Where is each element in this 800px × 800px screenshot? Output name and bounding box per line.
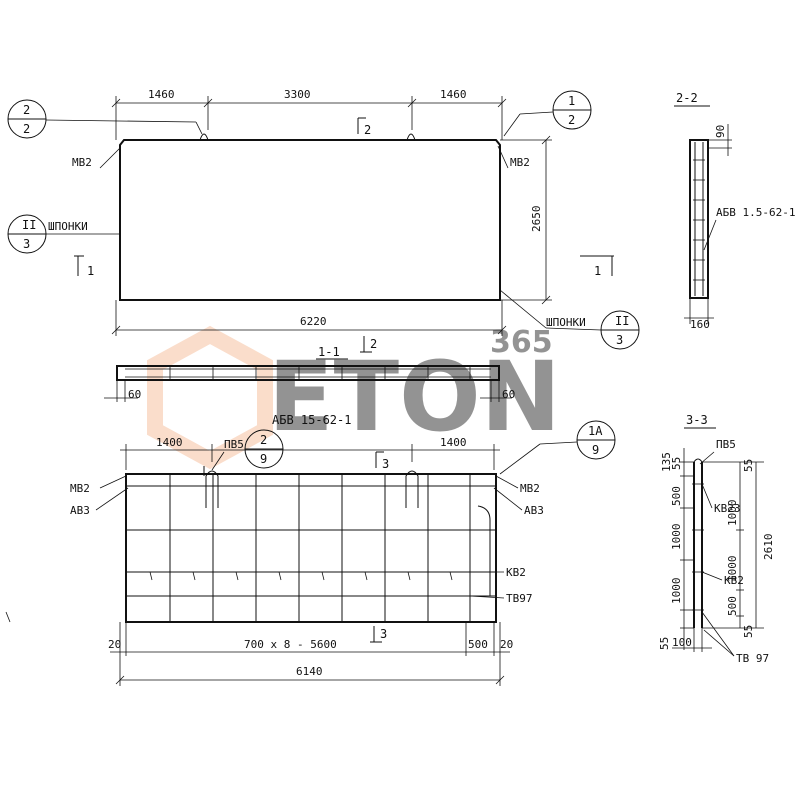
section-2-2-title: 2-2 (676, 91, 698, 105)
svg-text:1: 1 (87, 264, 94, 278)
dim-s33-d: 55 (658, 637, 671, 650)
dim-s33-top2: 55 (670, 457, 683, 470)
section-2-2: 2-2 90 АБВ 1.5-62-1 160 (674, 91, 795, 331)
section-marker-1-left: 1 (74, 255, 94, 278)
svg-text:II: II (22, 218, 36, 232)
svg-text:9: 9 (592, 443, 599, 457)
dim-s33-r2: 1000 (726, 556, 739, 583)
svg-text:2: 2 (568, 113, 575, 127)
section-marker-2-mid: 2 (360, 336, 377, 353)
dim-sec11-right: 60 (502, 388, 515, 401)
svg-text:1: 1 (594, 264, 601, 278)
callout-II-3-right: II 3 ШПОНКИ (499, 289, 640, 350)
dim-top-left: 1460 (148, 88, 175, 101)
callout-1-2-topright: 1 2 (503, 90, 592, 137)
section-3-3-title: 3-3 (686, 413, 708, 427)
panel-plan: 1460 3300 1460 2650 6220 МВ2 МВ2 2 (7, 88, 640, 350)
watermark-brand: ETON (268, 341, 561, 453)
watermark-number: 365 (490, 325, 553, 360)
svg-text:2: 2 (23, 122, 30, 136)
svg-text:1: 1 (568, 94, 575, 108)
callout-2-2-topleft: 2 2 (7, 99, 203, 139)
label-pv5-s33: ПВ5 (716, 438, 736, 451)
svg-text:2: 2 (260, 433, 267, 447)
svg-text:2: 2 (364, 123, 371, 137)
section-1-1: 1-1 2 60 60 (104, 336, 515, 402)
label-av3-left: АВ3 (70, 504, 90, 517)
dim-s33-b: 1000 (670, 524, 683, 551)
dim-length: 6220 (300, 315, 327, 328)
dim-s33-a: 500 (670, 486, 683, 506)
dim-s33-total: 2610 (762, 534, 775, 561)
label-mv2-cage-right: МВ2 (520, 482, 540, 495)
dim-cage-spacing: 700 x 8 - 5600 (244, 638, 337, 651)
section-1-1-title: 1-1 (318, 345, 340, 359)
svg-text:3: 3 (23, 237, 30, 251)
label-kv2: КВ2 (506, 566, 526, 579)
label-tv97-s33: ТВ 97 (736, 652, 769, 665)
dim-top-mid: 3300 (284, 88, 311, 101)
dim-sec11-left: 60 (128, 388, 141, 401)
dim-sec22-bottom: 160 (690, 318, 710, 331)
dim-height: 2650 (530, 206, 543, 233)
label-kv2-s33: КВ2 (724, 574, 744, 587)
label-pv5: ПВ5 (224, 438, 244, 451)
label-mv2-cage-left: МВ2 (70, 482, 90, 495)
label-tv97: ТВ97 (506, 592, 533, 605)
callout-2-9: 2 9 (244, 429, 284, 469)
lifting-loop-right (406, 133, 416, 141)
dim-sec22-top: 90 (714, 125, 727, 138)
callout-II-3-left: II 3 ШПОНКИ (7, 214, 120, 254)
section-marker-1-right: 1 (580, 255, 614, 278)
dim-cage-edge-left: 20 (108, 638, 121, 651)
dim-cage-end: 500 (468, 638, 488, 651)
reinforcement-cage: АБВ 15-62-1 1400 1400 (70, 413, 616, 686)
lifting-loop-left (199, 133, 209, 141)
dim-cage-left: 1400 (156, 436, 183, 449)
dim-cage-length: 6140 (296, 665, 323, 678)
dim-s33-bottom: 100 (672, 636, 692, 649)
section-marker-3-bottom: 3 (370, 626, 387, 643)
svg-text:II: II (615, 314, 629, 328)
svg-text:3: 3 (382, 457, 389, 471)
lifting-loop-pv5-right (405, 470, 419, 508)
svg-text:1A: 1A (588, 424, 603, 438)
svg-text:2: 2 (370, 337, 377, 351)
label-abv-ref: АБВ 1.5-62-1 (716, 206, 795, 219)
section-3-3: 3-3 ПВ5 135 55 500 1000 1000 55 (658, 413, 775, 665)
label-av3-right: АВ3 (524, 504, 544, 517)
svg-text:3: 3 (616, 333, 623, 347)
label-shponki-left: ШПОНКИ (48, 220, 88, 233)
dim-top-right: 1460 (440, 88, 467, 101)
dim-s33-r4: 55 (742, 625, 755, 638)
watermark: ETON 365 (147, 325, 561, 470)
dim-cage-right: 1400 (440, 436, 467, 449)
dim-s33-top1: 135 (660, 452, 673, 472)
svg-text:9: 9 (260, 452, 267, 466)
section-marker-3-top: 3 (375, 451, 389, 471)
label-mv2-left: МВ2 (72, 156, 92, 169)
label-kv23: КВ23 (714, 502, 741, 515)
svg-text:3: 3 (380, 627, 387, 641)
dim-s33-r4top: 55 (742, 459, 755, 472)
section-marker-2-top: 2 (357, 117, 371, 137)
cage-title: АБВ 15-62-1 (272, 413, 351, 427)
svg-text:2: 2 (23, 103, 30, 117)
stray-mark (5, 611, 11, 623)
lifting-loop-pv5-left (205, 470, 219, 508)
dim-s33-r1: 1000 (726, 500, 739, 527)
label-mv2-right: МВ2 (510, 156, 530, 169)
callout-1A-9: 1A 9 (499, 420, 616, 475)
dim-cage-edge-right: 20 (500, 638, 513, 651)
dim-s33-r3: 500 (726, 596, 739, 616)
label-shponki-right: ШПОНКИ (546, 316, 586, 329)
dim-s33-c: 1000 (670, 578, 683, 605)
